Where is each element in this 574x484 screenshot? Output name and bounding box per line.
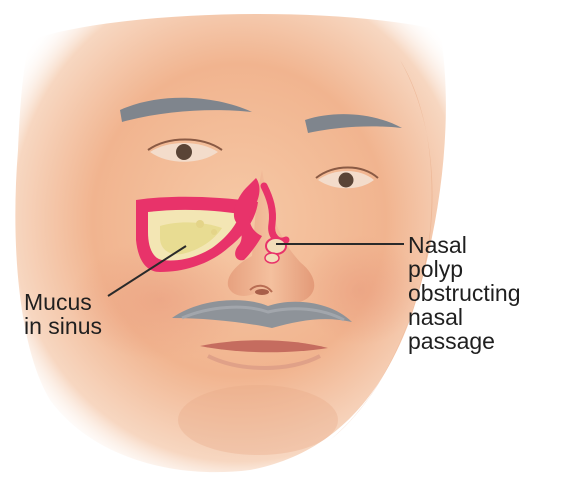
polyp-label-line-1: Nasal [408,233,521,257]
right-cheek [300,235,420,345]
polyp-label-line-5: passage [408,329,521,353]
polyp-label-line-3: obstructing [408,281,521,305]
nasal-polyp [266,238,286,254]
chin [178,385,338,455]
mucus-label-line-1: Mucus [24,290,102,314]
polyp-label-line-4: nasal [408,305,521,329]
polyp-label-line-2: polyp [408,257,521,281]
mucus-label-line-2: in sinus [24,314,102,338]
nasal-polyp-label: Nasal polyp obstructing nasal passage [408,233,521,353]
mucus-in-sinus-label: Mucus in sinus [24,290,102,338]
